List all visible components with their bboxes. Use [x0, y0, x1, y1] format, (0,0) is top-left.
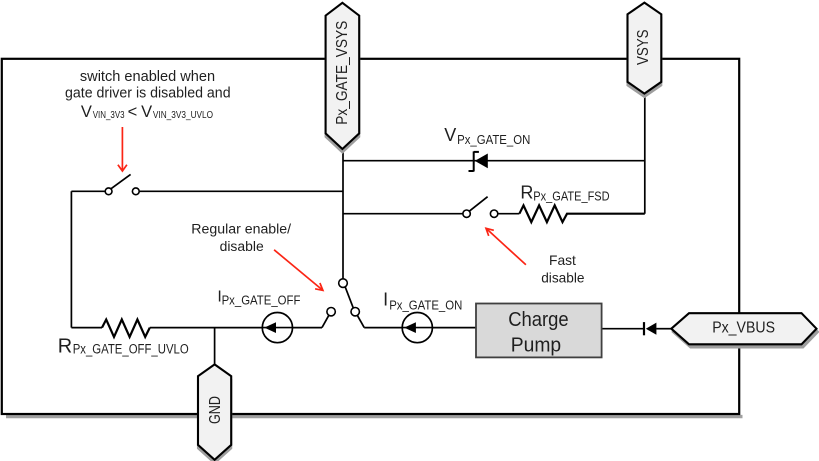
svg-text:VIN_3V3: VIN_3V3 — [93, 110, 125, 121]
svg-text:gate driver is disabled and: gate driver is disabled and — [65, 85, 231, 101]
svg-text:Regular enable/: Regular enable/ — [191, 222, 291, 238]
svg-text:I: I — [217, 289, 221, 306]
svg-text:Px_GATE_FSD: Px_GATE_FSD — [533, 188, 609, 203]
svg-text:Px_GATE_OFF_UVLO: Px_GATE_OFF_UVLO — [73, 342, 189, 357]
svg-text:I: I — [383, 289, 388, 309]
svg-text:VSYS: VSYS — [635, 29, 652, 64]
svg-text:disable: disable — [541, 270, 584, 286]
svg-text:Pump: Pump — [511, 334, 562, 356]
svg-text:Px_VBUS: Px_VBUS — [712, 319, 775, 336]
svg-text:Px_GATE_OFF: Px_GATE_OFF — [222, 293, 301, 307]
svg-text:switch enabled when: switch enabled when — [80, 69, 215, 85]
svg-text:Fast: Fast — [549, 252, 576, 268]
svg-text:V: V — [141, 103, 152, 121]
svg-text:Charge: Charge — [508, 309, 569, 331]
svg-text:V: V — [444, 125, 456, 145]
svg-text:<: < — [128, 103, 138, 121]
svg-text:R: R — [58, 335, 72, 357]
svg-text:R: R — [520, 183, 533, 203]
svg-text:Px_GATE_ON: Px_GATE_ON — [389, 297, 462, 312]
svg-text:Px_GATE_ON: Px_GATE_ON — [457, 132, 530, 147]
svg-text:V: V — [81, 103, 92, 121]
svg-text:GND: GND — [207, 396, 224, 424]
svg-text:VIN_3V3_UVLO: VIN_3V3_UVLO — [153, 110, 213, 121]
svg-text:disable: disable — [220, 239, 264, 255]
svg-text:Px_GATE_VSYS: Px_GATE_VSYS — [334, 21, 351, 125]
